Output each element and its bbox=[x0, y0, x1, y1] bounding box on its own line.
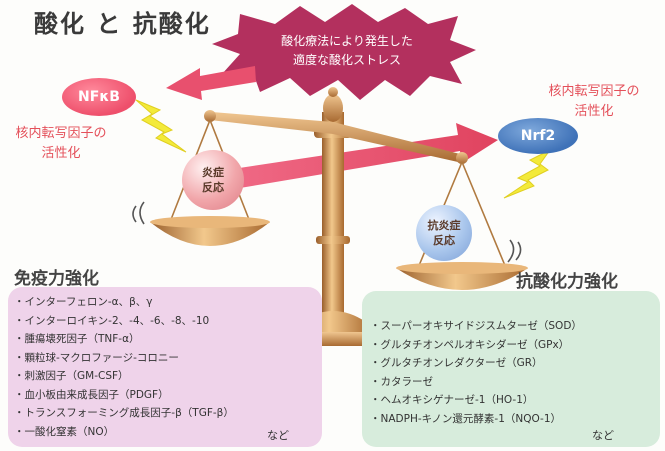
arrow-to-nrf2 bbox=[226, 123, 498, 190]
list-item: ・NADPH-キノン還元酵素-1（NQO-1） bbox=[370, 412, 562, 425]
antioxidant-list: ・スーパーオキサイドジスムターゼ（SOD） ・グルタチオンペルオキシダーゼ（GP… bbox=[370, 317, 582, 428]
bolt-icon-left bbox=[135, 99, 187, 153]
list-item: ・グルタチオンレダクターゼ（GR） bbox=[370, 357, 543, 369]
list-item: ・インターフェロン-α、β、γ bbox=[14, 296, 153, 308]
nrf2-activation-line2: 活性化 bbox=[574, 104, 614, 119]
scale-pillar bbox=[322, 112, 344, 322]
right-scale-pan bbox=[396, 268, 528, 290]
list-item: ・腫瘍壊死因子（TNF-α） bbox=[14, 333, 140, 345]
list-item: ・スーパーオキサイドジスムターゼ（SOD） bbox=[370, 320, 582, 332]
list-item: ・インターロイキン-2、-4、-6、-8、-10 bbox=[14, 314, 210, 327]
anti-inflammation-ball: 抗炎症 反応 bbox=[416, 205, 472, 261]
immune-panel bbox=[8, 287, 322, 447]
oxidative-stress-burst bbox=[212, 4, 476, 100]
nfkb-activation-label: 核内転写因子の 活性化 bbox=[2, 124, 120, 164]
scale-beam bbox=[210, 112, 460, 162]
scale-top-ornament bbox=[323, 94, 343, 122]
antioxidant-title: 抗酸化力強化 bbox=[516, 272, 618, 292]
list-item: ・トランスフォーミング成長因子-β（TGF-β） bbox=[14, 407, 234, 419]
inflammation-line2: 反応 bbox=[202, 181, 224, 194]
nrf2-badge: Nrf2 bbox=[498, 118, 578, 154]
arrow-to-nfkb bbox=[166, 66, 256, 100]
anti-inflammation-line2: 反応 bbox=[433, 234, 455, 247]
list-item: ・一酸化窒素（NO） bbox=[14, 425, 115, 438]
oxidative-stress-line1: 酸化療法により発生した bbox=[281, 34, 413, 48]
oxidative-stress-line2: 適度な酸化ストレス bbox=[292, 53, 401, 67]
oxidative-stress-label: 酸化療法により発生した 適度な酸化ストレス bbox=[262, 32, 432, 70]
list-item: ・血小板由来成長因子（PDGF） bbox=[14, 388, 169, 401]
inflammation-line1: 炎症 bbox=[202, 166, 224, 179]
bolt-icon-right bbox=[503, 149, 551, 199]
nfkb-activation-line1: 核内転写因子の bbox=[15, 126, 107, 141]
immune-etc: など bbox=[267, 429, 289, 442]
list-item: ・ヘムオキシゲナーゼ-1（HO-1） bbox=[370, 394, 534, 406]
anti-inflammation-line1: 抗炎症 bbox=[427, 219, 461, 232]
immune-title: 免疫力強化 bbox=[14, 269, 99, 289]
immune-list: ・インターフェロン-α、β、γ ・インターロイキン-2、-4、-6、-8、-10… bbox=[14, 293, 234, 441]
list-item: ・顆粒球-マクロファージ-コロニー bbox=[14, 351, 179, 364]
list-item: ・グルタチオンペルオキシダーゼ（GPx） bbox=[370, 338, 570, 351]
page-title: 酸化 と 抗酸化 bbox=[34, 10, 211, 38]
antioxidant-etc: など bbox=[592, 429, 614, 442]
list-item: ・刺激因子（GM-CSF） bbox=[14, 370, 129, 382]
nrf2-activation-label: 核内転写因子の 活性化 bbox=[524, 82, 664, 122]
list-item: ・カタラーゼ bbox=[370, 375, 433, 388]
left-scale-pan bbox=[150, 222, 270, 246]
wobble-mark-left bbox=[132, 201, 145, 225]
antioxidant-panel bbox=[362, 291, 660, 447]
inflammation-ball: 炎症 反応 bbox=[182, 150, 244, 210]
nfkb-badge: NFκB bbox=[62, 78, 136, 116]
nrf2-activation-line1: 核内転写因子の bbox=[548, 84, 640, 99]
nfkb-activation-line2: 活性化 bbox=[41, 146, 81, 161]
wobble-mark-right bbox=[507, 239, 522, 263]
